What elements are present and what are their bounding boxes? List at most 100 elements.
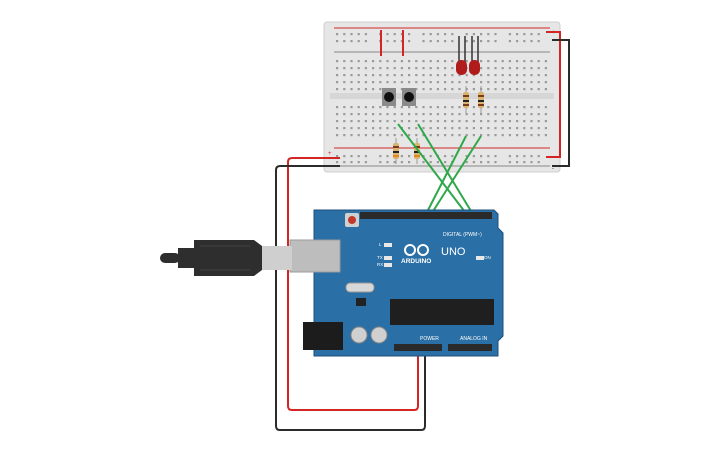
breadboard-hole xyxy=(451,60,454,63)
breadboard-hole xyxy=(530,113,533,116)
signal-wires[interactable] xyxy=(397,123,482,217)
wire-gnd[interactable] xyxy=(275,165,426,431)
rail-hole xyxy=(379,161,382,164)
breadboard-hole xyxy=(487,81,490,84)
usb-port[interactable] xyxy=(289,239,341,273)
breadboard[interactable]: + + - xyxy=(323,21,561,173)
breadboard-hole xyxy=(501,106,504,109)
breadboard-hole xyxy=(364,127,367,130)
breadboard-hole xyxy=(465,88,468,91)
breadboard-hole xyxy=(357,67,360,70)
resistor-button-1[interactable] xyxy=(393,138,399,164)
breadboard-hole xyxy=(422,106,425,109)
breadboard-hole xyxy=(494,120,497,123)
breadboard-hole xyxy=(386,113,389,116)
rail-hole xyxy=(408,155,411,158)
breadboard-hole xyxy=(400,88,403,91)
rail-hole xyxy=(465,33,468,36)
rail-hole xyxy=(336,155,339,158)
breadboard-hole xyxy=(400,113,403,116)
breadboard-hole xyxy=(364,60,367,63)
breadboard-hole xyxy=(350,88,353,91)
rail-hole xyxy=(494,161,497,164)
breadboard-hole xyxy=(530,60,533,63)
pushbutton-2[interactable] xyxy=(402,88,416,106)
resistor-led-1[interactable] xyxy=(463,86,469,114)
breadboard-hole xyxy=(429,74,432,77)
rail-hole xyxy=(516,40,519,43)
breadboard-hole xyxy=(508,134,511,137)
rail-hole xyxy=(429,161,432,164)
pushbutton-1[interactable] xyxy=(382,88,396,106)
analog-header[interactable] xyxy=(448,344,492,351)
usb-plug-icon[interactable] xyxy=(160,240,292,276)
breadboard-hole xyxy=(379,81,382,84)
breadboard-hole xyxy=(530,127,533,130)
breadboard-hole xyxy=(530,88,533,91)
rail-hole xyxy=(465,40,468,43)
breadboard-hole xyxy=(379,134,382,137)
rail-hole xyxy=(357,33,360,36)
breadboard-hole xyxy=(343,67,346,70)
breadboard-hole xyxy=(508,127,511,130)
breadboard-hole xyxy=(516,127,519,130)
breadboard-hole xyxy=(393,60,396,63)
breadboard-hole xyxy=(472,106,475,109)
breadboard-hole xyxy=(494,81,497,84)
breadboard-hole xyxy=(444,60,447,63)
breadboard-hole xyxy=(350,74,353,77)
rail-hole xyxy=(494,33,497,36)
breadboard-hole xyxy=(415,60,418,63)
digital-header[interactable] xyxy=(360,212,492,219)
breadboard-hole xyxy=(516,60,519,63)
rail-link-red[interactable] xyxy=(546,31,561,158)
breadboard-hole xyxy=(400,106,403,109)
rail-hole xyxy=(480,40,483,43)
breadboard-hole xyxy=(393,120,396,123)
breadboard-hole xyxy=(516,67,519,70)
power-header[interactable] xyxy=(394,344,442,351)
breadboard-hole xyxy=(408,67,411,70)
arduino-uno-board[interactable]: ARDUINO UNO DIGITAL (PWM~) POWER ANALOG … xyxy=(289,209,504,357)
led-2[interactable] xyxy=(469,36,480,75)
rail-hole xyxy=(343,33,346,36)
breadboard-hole xyxy=(494,106,497,109)
breadboard-hole xyxy=(372,127,375,130)
breadboard-hole xyxy=(393,113,396,116)
breadboard-hole xyxy=(357,127,360,130)
rail-hole xyxy=(465,155,468,158)
rail-hole xyxy=(537,161,540,164)
dc-power-jack[interactable] xyxy=(303,322,343,350)
breadboard-hole xyxy=(386,106,389,109)
breadboard-hole xyxy=(444,106,447,109)
rail-hole xyxy=(530,40,533,43)
wire-5v[interactable] xyxy=(287,157,419,411)
resistor-led-2[interactable] xyxy=(478,86,484,114)
rail-link-black[interactable] xyxy=(552,39,570,167)
breadboard-hole xyxy=(508,113,511,116)
breadboard-hole xyxy=(523,67,526,70)
breadboard-hole xyxy=(508,120,511,123)
breadboard-hole xyxy=(451,74,454,77)
rail-hole xyxy=(386,155,389,158)
breadboard-hole xyxy=(393,106,396,109)
breadboard-hole xyxy=(350,60,353,63)
rail-hole xyxy=(508,33,511,36)
breadboard-hole xyxy=(530,120,533,123)
breadboard-hole xyxy=(494,67,497,70)
rail-hole xyxy=(465,161,468,164)
breadboard-hole xyxy=(494,113,497,116)
breadboard-hole xyxy=(350,81,353,84)
breadboard-hole xyxy=(465,134,468,137)
led-1[interactable] xyxy=(456,36,467,75)
breadboard-hole xyxy=(408,113,411,116)
breadboard-hole xyxy=(501,60,504,63)
breadboard-hole xyxy=(386,134,389,137)
breadboard-hole xyxy=(544,88,547,91)
breadboard-hole xyxy=(436,127,439,130)
breadboard-hole xyxy=(451,106,454,109)
resistor-button-2[interactable] xyxy=(414,138,420,164)
breadboard-hole xyxy=(336,60,339,63)
rail-hole xyxy=(386,40,389,43)
breadboard-hole xyxy=(386,127,389,130)
